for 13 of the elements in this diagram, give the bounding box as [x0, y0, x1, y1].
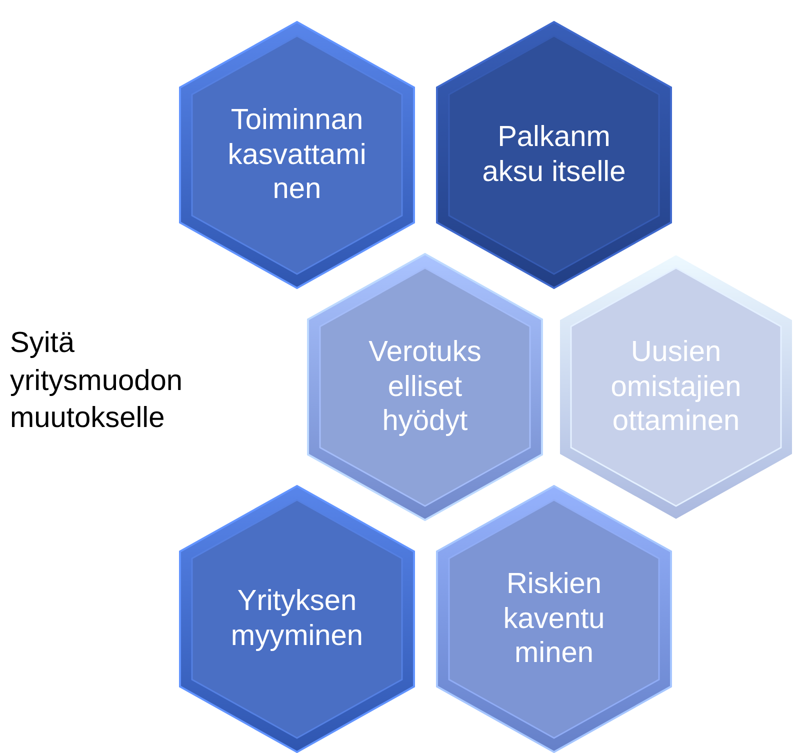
hexagon — [435, 484, 673, 753]
hexagon-label: Toiminnan kasvattami nen — [226, 102, 368, 208]
hexagon-label: Uusien omistajien ottaminen — [610, 334, 742, 440]
hexagon — [306, 252, 544, 522]
hexagon — [435, 20, 673, 290]
hexagon — [178, 484, 416, 753]
hexagon — [178, 20, 416, 290]
hexagon-label: Yrityksen myyminen — [230, 584, 364, 654]
heading-text: Syitä yritysmuodon muutokselle — [10, 326, 184, 436]
hexagon-label: Riskien kaventu minen — [502, 566, 606, 672]
hexagon-label: Verotuks elliset hyödyt — [368, 334, 482, 440]
hexagon — [557, 252, 795, 522]
hexagon-label: Palkanm aksu itselle — [481, 120, 627, 190]
